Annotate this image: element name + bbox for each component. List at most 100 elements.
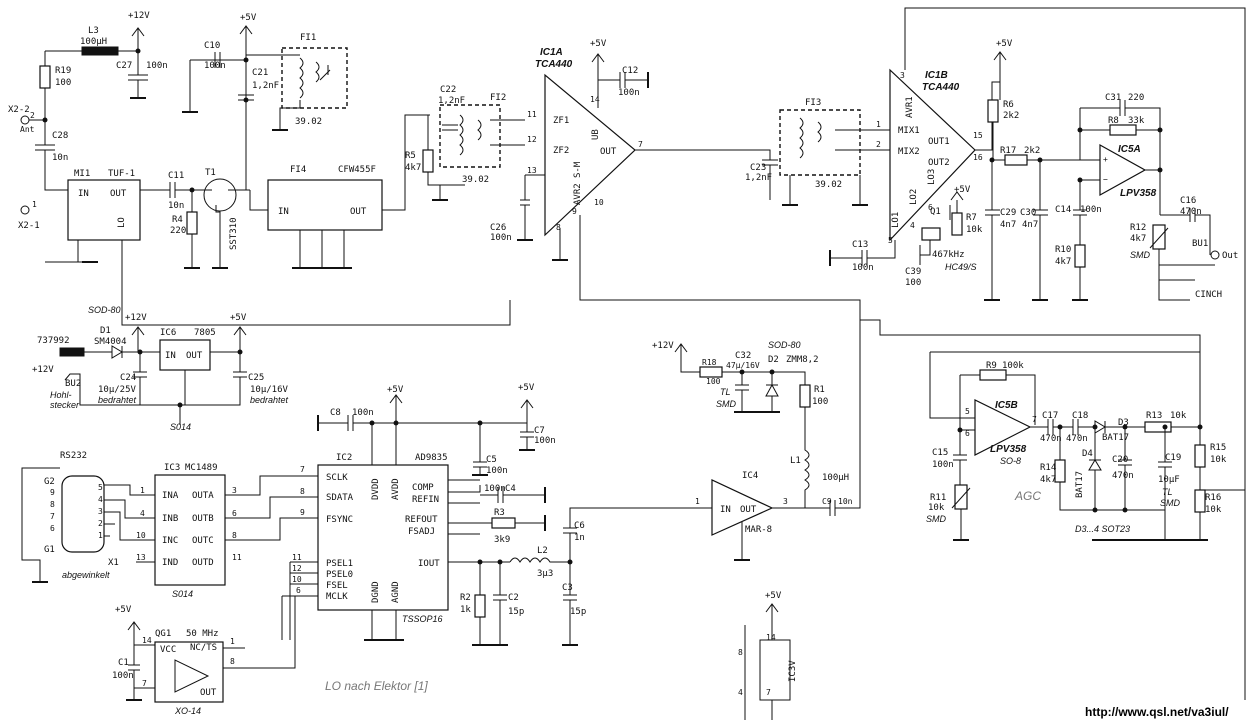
- label-c31: C31: [1105, 93, 1121, 103]
- label-mix2: MIX2: [898, 147, 920, 157]
- label-nc-ts: NC/TS: [190, 643, 217, 653]
- label-r4-val: 220: [170, 226, 186, 236]
- ic1b-amplifier: [889, 68, 976, 242]
- label-c20: C20: [1112, 455, 1128, 465]
- pin-ic3-10: 10: [136, 531, 146, 540]
- transistor-t1: [203, 178, 237, 212]
- pin-ic3-1: 1: [140, 486, 145, 495]
- label-r10-val: 4k7: [1055, 257, 1071, 267]
- label-c3-val: 15p: [570, 607, 586, 617]
- pin-ic5b-6: 6: [965, 429, 970, 438]
- pin-ic2-9: 9: [300, 508, 305, 517]
- label-refout: REFOUT: [405, 515, 438, 525]
- label-stecker: stecker: [50, 400, 80, 410]
- pin-ic3v-14: 14: [766, 633, 776, 642]
- pin-x1-8: 8: [50, 500, 55, 509]
- label-r16: R16: [1205, 493, 1221, 503]
- label-v5-b: +5V: [590, 39, 607, 49]
- label-vcc: VCC: [160, 645, 176, 655]
- label-jack-in: 737992: [37, 336, 70, 346]
- pin-qg-7: 7: [142, 679, 147, 688]
- label-dvdd: DVDD: [371, 478, 381, 500]
- label-c9: C9: [822, 497, 832, 506]
- pin-qg-1: 1: [230, 637, 235, 646]
- pin-ic3-8: 8: [232, 531, 237, 540]
- label-r19-val: 100: [55, 78, 71, 88]
- label-fi4: FI4: [290, 165, 306, 175]
- label-mar8: MAR-8: [745, 525, 772, 535]
- label-avr1: AVR1: [905, 96, 915, 118]
- label-outc: OUTC: [192, 536, 214, 546]
- label-c16: C16: [1180, 196, 1196, 206]
- label-c10: C10: [204, 41, 220, 51]
- label-lpv358-b: LPV358: [990, 444, 1027, 455]
- label-r7-val: 10k: [966, 225, 983, 235]
- label-d4: D4: [1082, 449, 1093, 459]
- pin-11: 11: [527, 110, 537, 119]
- label-fsel: FSEL: [326, 581, 348, 591]
- jack-bu1: [1210, 250, 1220, 260]
- label-lo1: LO1: [891, 212, 901, 228]
- label-ic3v: IC3V: [788, 660, 798, 682]
- label-outb: OUTB: [192, 514, 214, 524]
- label-r3: R3: [494, 508, 505, 518]
- pin-ic3v-8: 8: [738, 648, 743, 657]
- resistor-r16: [1194, 489, 1206, 513]
- label-c16-val: 470n: [1180, 207, 1202, 217]
- label-mc1489: MC1489: [185, 463, 218, 473]
- label-r2-val: 1k: [460, 605, 471, 615]
- label-c26-val: 100n: [490, 233, 512, 243]
- label-r18: R18: [702, 358, 717, 367]
- label-r17-val: 2k2: [1024, 146, 1040, 156]
- label-c39-val: 100: [905, 278, 921, 288]
- label-c17-val: 470n: [1040, 434, 1062, 444]
- label-v12-c: +12V: [32, 365, 54, 375]
- label-ic1b: IC1B: [925, 70, 948, 81]
- resistor-r14: [1054, 459, 1066, 483]
- label-r19: R19: [55, 66, 71, 76]
- pin-ic2-10: 10: [292, 575, 302, 584]
- resistor-r4: [186, 211, 198, 235]
- label-qg-out: OUT: [200, 688, 217, 698]
- ic1b-section: C23 1,2nF FI3 39.02 IC1B TCA440 MIX1 MIX…: [745, 7, 1246, 700]
- label-ic5a: IC5A: [1118, 144, 1141, 155]
- label-ina: INA: [162, 491, 179, 501]
- label-c29-val: 4n7: [1000, 220, 1016, 230]
- label-c22-val: 1,2nF: [438, 96, 465, 106]
- pin-ic2-12: 12: [292, 564, 302, 573]
- label-r13: R13: [1146, 411, 1162, 421]
- resistor-r10: [1074, 244, 1086, 268]
- label-r9: R9: [986, 361, 997, 371]
- label-refin: REFIN: [412, 495, 439, 505]
- oscillator-section: +5V C1 100n QG1 50 MHz VCC NC/TS OUT 14 …: [112, 595, 428, 716]
- resistor-r5: [422, 149, 434, 173]
- label-c5-val: 100n: [486, 466, 508, 476]
- label-c9-val: 10n: [838, 497, 853, 506]
- label-smd-b: SMD: [716, 399, 737, 409]
- crystal-q1: [921, 227, 941, 241]
- label-bu1: BU1: [1192, 239, 1208, 249]
- label-r15: R15: [1210, 443, 1226, 453]
- label-r10: R10: [1055, 245, 1071, 255]
- label-v12-d: +12V: [652, 341, 674, 351]
- label-r1: R1: [814, 385, 825, 395]
- label-out-jack: Out: [1222, 251, 1238, 261]
- resistor-r2: [474, 594, 486, 618]
- label-zf1: ZF1: [553, 116, 569, 126]
- label-v5-d: +5V: [230, 313, 247, 323]
- pin-14: 14: [590, 95, 600, 104]
- label-r13-val: 10k: [1170, 411, 1187, 421]
- label-v5-h: +5V: [765, 591, 782, 601]
- pin-x1-1: 1: [98, 531, 103, 540]
- label-q1-val: 467kHz: [932, 250, 965, 260]
- resistor-r1: [799, 384, 811, 408]
- label-ic4: IC4: [742, 471, 758, 481]
- label-qg1: QG1: [155, 629, 171, 639]
- label-c25-val: 10µ/16V: [250, 385, 289, 395]
- label-psel1: PSEL1: [326, 559, 353, 569]
- label-d4-val: BAT17: [1075, 471, 1085, 498]
- label-r16-val: 10k: [1205, 505, 1222, 515]
- label-c12-val: 100n: [618, 88, 640, 98]
- label-rs232: RS232: [60, 451, 87, 461]
- ic5a-opamp: [1099, 143, 1147, 197]
